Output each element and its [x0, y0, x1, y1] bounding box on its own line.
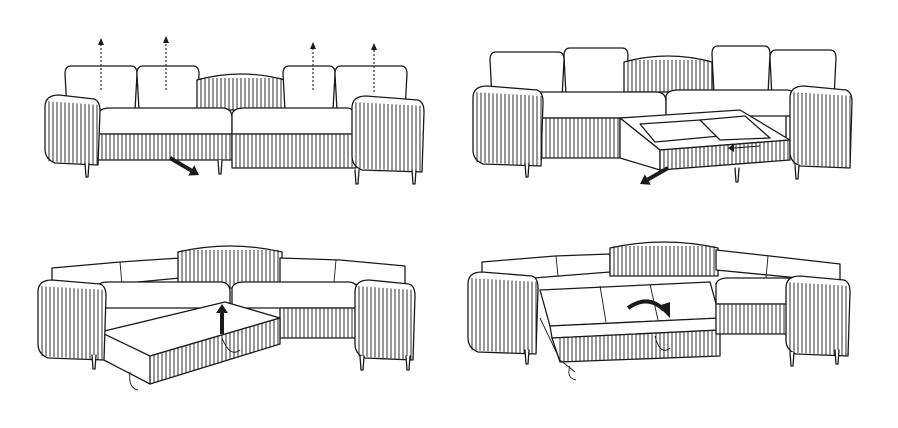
drawer-panel [699, 115, 771, 141]
back-cushion [282, 65, 336, 111]
arrow-up-dashed-icon [98, 38, 104, 45]
back-cushion [711, 45, 771, 95]
leg [734, 167, 740, 183]
leg [794, 164, 800, 180]
armrest-left [37, 279, 107, 361]
armrest-right-stripes [358, 286, 412, 360]
bed-front-stripes [559, 330, 717, 362]
leg [84, 162, 90, 178]
step-2-panel [472, 45, 853, 185]
seat-base-right-stripes [719, 304, 793, 334]
bed-mechanism [539, 317, 576, 373]
platform-front [149, 317, 281, 385]
step-3-panel [37, 245, 416, 391]
seat-base-right-stripes [235, 134, 353, 168]
corner-backrest-stripes [613, 246, 715, 276]
pull-strap [221, 337, 241, 353]
seam [555, 255, 559, 277]
seam [765, 255, 769, 279]
support-leg [129, 371, 139, 391]
armrest-left-stripes [48, 101, 98, 165]
seat-base-left [529, 117, 621, 159]
seat-base-right-stripes [283, 308, 357, 338]
small-arrow-line [733, 145, 761, 149]
leg [834, 349, 840, 365]
seat-cushion-right [231, 107, 357, 135]
drawer-front [659, 139, 791, 171]
arrow-up-dashed-icon [310, 42, 316, 49]
seam [333, 259, 337, 283]
leg [405, 355, 411, 371]
armrest-right [789, 85, 853, 169]
step-1-panel [44, 36, 425, 185]
armrest-right [354, 279, 416, 361]
back-cushion [136, 65, 200, 111]
armrest-right-stripes [793, 92, 851, 168]
seat-cushion-right [231, 281, 359, 309]
mattress-seam [599, 285, 607, 323]
arrow-down-left-icon [640, 174, 651, 185]
drawer-front-stripes [663, 140, 789, 170]
leg [524, 349, 530, 365]
seat-base-left-stripes [101, 134, 231, 160]
leg [359, 355, 365, 371]
seat-cushion-left [95, 281, 231, 309]
leg [524, 162, 530, 178]
seam [119, 261, 123, 286]
low-backrest-right [279, 257, 406, 287]
arrow-up-icon [216, 304, 228, 313]
arrow-down-right-icon [188, 165, 199, 176]
armrest-right-stripes [355, 102, 421, 172]
curved-arrow-icon [658, 302, 670, 318]
seat-base-right [231, 133, 357, 169]
armrest-left [44, 94, 101, 166]
leg [411, 169, 417, 185]
platform-front-stripes [153, 318, 279, 383]
back-cushion [563, 47, 629, 97]
corner-backrest-stripes [200, 78, 282, 110]
seat-cushion-right [715, 277, 797, 305]
armrest-left-stripes [471, 278, 537, 354]
seat-cushion-left [529, 91, 667, 119]
leg [789, 351, 795, 367]
arrow-down-left-icon-shaft [646, 166, 669, 182]
leg [91, 354, 97, 370]
arrow-down-right-icon-shaft [168, 156, 193, 173]
low-backrest-right [715, 249, 841, 283]
arrow-up-dashed-icon [163, 36, 169, 43]
armrest-right-stripes [789, 282, 847, 356]
arrow-left-icon [728, 144, 734, 152]
corner-backrest-stripes [181, 250, 279, 288]
arrow-up-dashed-icon [371, 43, 377, 50]
seat-cushion-left [97, 107, 233, 135]
armrest-left-stripes [476, 92, 542, 166]
step-4-panel [467, 241, 851, 381]
armrest-left-stripes [41, 286, 103, 360]
corner-backrest-stripes [627, 60, 709, 92]
support-leg [568, 365, 577, 381]
armrest-left [467, 271, 539, 355]
armrest-left [472, 85, 544, 167]
pull-strap [654, 335, 671, 351]
leg [354, 169, 360, 185]
leg [217, 159, 223, 175]
